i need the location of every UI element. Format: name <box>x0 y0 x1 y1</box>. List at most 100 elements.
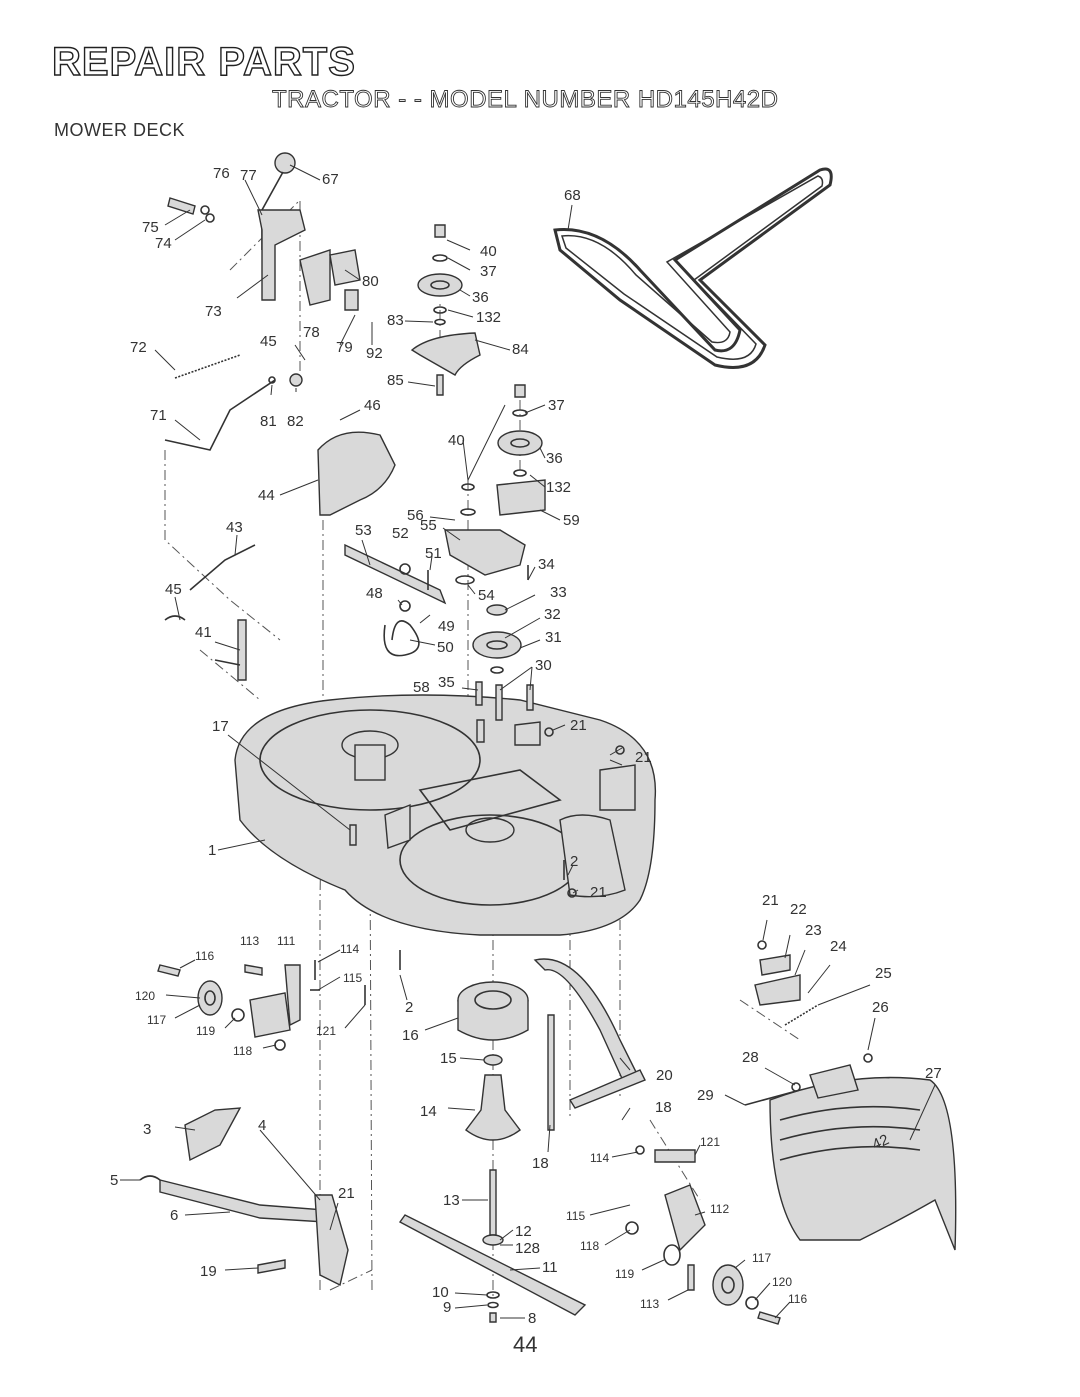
deck-size-badge: 42 <box>870 1131 892 1153</box>
callout-25: 25 <box>875 965 892 982</box>
page-title: REPAIR PARTS <box>51 39 356 84</box>
callout-45a: 45 <box>260 333 277 350</box>
callout-30: 30 <box>535 657 552 674</box>
callout-4: 4 <box>258 1117 266 1134</box>
callout-26: 26 <box>872 999 889 1016</box>
callout-50: 50 <box>437 639 454 656</box>
deck-baffle <box>533 958 646 1131</box>
callout-116b: 116 <box>788 1292 807 1306</box>
callout-19: 19 <box>200 1263 217 1280</box>
callout-67: 67 <box>322 171 339 188</box>
callout-83: 83 <box>387 312 404 329</box>
callout-54: 54 <box>478 587 495 604</box>
callout-6: 6 <box>170 1207 178 1224</box>
callout-115b: 115 <box>566 1209 585 1223</box>
callout-128: 128 <box>515 1240 540 1257</box>
drive-belt <box>553 167 833 369</box>
callout-35: 35 <box>438 674 455 691</box>
callout-31: 31 <box>545 629 562 646</box>
callout-1: 1 <box>208 842 216 859</box>
callout-2a: 2 <box>570 853 578 870</box>
callout-85: 85 <box>387 372 404 389</box>
callout-28: 28 <box>742 1049 759 1066</box>
callout-77: 77 <box>240 167 257 184</box>
callout-21c: 21 <box>590 884 607 901</box>
callout-113b: 113 <box>640 1297 659 1311</box>
callout-20: 20 <box>656 1067 673 1084</box>
idler-bracket <box>444 529 526 576</box>
callout-73: 73 <box>205 303 222 320</box>
callout-78: 78 <box>303 324 320 341</box>
callout-34: 34 <box>538 556 555 573</box>
callout-118a: 118 <box>233 1044 252 1058</box>
callout-81: 81 <box>260 413 277 430</box>
callout-120b: 120 <box>772 1275 792 1289</box>
callout-29: 29 <box>697 1087 714 1104</box>
callout-36b: 36 <box>546 450 563 467</box>
callout-24: 24 <box>830 938 847 955</box>
callout-37b: 37 <box>548 397 565 414</box>
callout-37a: 37 <box>480 263 497 280</box>
callout-leader-lines <box>120 164 936 1319</box>
callout-52: 52 <box>392 525 409 542</box>
callout-111: 111 <box>277 934 296 948</box>
mower-deck-shell <box>234 694 657 936</box>
callout-120a: 120 <box>135 989 155 1003</box>
callout-5: 5 <box>110 1172 118 1189</box>
callout-18a: 18 <box>655 1099 672 1116</box>
callout-117b: 117 <box>752 1251 771 1265</box>
callout-132b: 132 <box>546 479 571 496</box>
callout-84: 84 <box>512 341 529 358</box>
callout-121a: 121 <box>316 1024 336 1038</box>
callout-117a: 117 <box>147 1013 166 1027</box>
callout-21d: 21 <box>762 892 779 909</box>
callout-48: 48 <box>366 585 383 602</box>
callout-114a: 114 <box>340 942 359 956</box>
callout-8: 8 <box>528 1310 536 1327</box>
model-subtitle: TRACTOR - - MODEL NUMBER HD145H42D <box>272 86 779 114</box>
callout-43: 43 <box>226 519 243 536</box>
callout-92: 92 <box>366 345 383 362</box>
callout-132a: 132 <box>476 309 501 326</box>
callout-68: 68 <box>564 187 581 204</box>
callout-36a: 36 <box>472 289 489 306</box>
callout-75: 75 <box>142 219 159 236</box>
callout-21b: 21 <box>635 749 652 766</box>
callout-23: 23 <box>805 922 822 939</box>
callout-51: 51 <box>425 545 442 562</box>
callout-116a: 116 <box>195 949 214 963</box>
callout-3: 3 <box>143 1121 151 1138</box>
springs-and-links <box>164 354 303 681</box>
idler-arm <box>344 543 447 657</box>
callout-59: 59 <box>563 512 580 529</box>
callout-79: 79 <box>336 339 353 356</box>
lift-lever-assembly <box>167 152 361 311</box>
callout-27: 27 <box>925 1065 942 1082</box>
discharge-chute-assembly <box>744 940 957 1251</box>
callout-72: 72 <box>130 339 147 356</box>
callout-33: 33 <box>550 584 567 601</box>
callout-2b: 2 <box>405 999 413 1016</box>
front-hitch-links <box>139 1107 349 1287</box>
callout-56: 56 <box>407 507 424 524</box>
callout-112: 112 <box>710 1202 729 1216</box>
page-number: 44 <box>513 1332 538 1357</box>
callout-118b: 118 <box>580 1239 599 1253</box>
callout-labels: 76 77 67 75 74 80 73 78 79 92 72 45 81 8… <box>110 165 942 1327</box>
idler-pulley-stack-lower <box>460 384 546 516</box>
callout-18b: 18 <box>532 1155 549 1172</box>
callout-80: 80 <box>362 273 379 290</box>
callout-113a: 113 <box>240 934 259 948</box>
callout-41: 41 <box>195 624 212 641</box>
callout-115a: 115 <box>343 971 362 985</box>
callout-15: 15 <box>440 1050 457 1067</box>
callout-14: 14 <box>420 1103 437 1120</box>
callout-10: 10 <box>432 1284 449 1301</box>
center-pulley-stack <box>455 565 534 743</box>
callout-53: 53 <box>355 522 372 539</box>
callout-40b: 40 <box>448 432 465 449</box>
idler-pulley-stack-upper <box>410 224 481 396</box>
callout-119a: 119 <box>196 1024 215 1038</box>
blade-spindle-assembly <box>398 981 587 1323</box>
